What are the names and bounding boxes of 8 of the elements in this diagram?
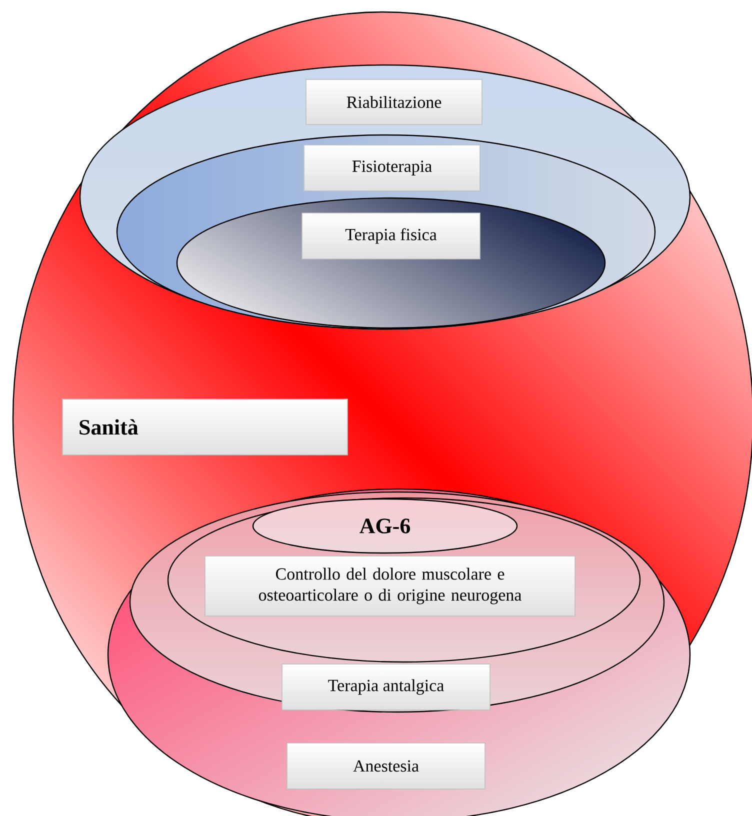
label-box: Terapia antalgica <box>282 664 490 710</box>
label-box: Sanità <box>62 398 348 456</box>
label-box: Controllo del dolore muscolare e osteoarticolare o di origine neurogena <box>204 556 576 616</box>
label-box: Terapia fisica <box>302 212 480 260</box>
ellipse-region <box>176 197 606 329</box>
label-box: Anestesia <box>286 742 486 790</box>
label-box: Riabilitazione <box>306 79 482 125</box>
label-box: Fisioterapia <box>304 144 480 192</box>
